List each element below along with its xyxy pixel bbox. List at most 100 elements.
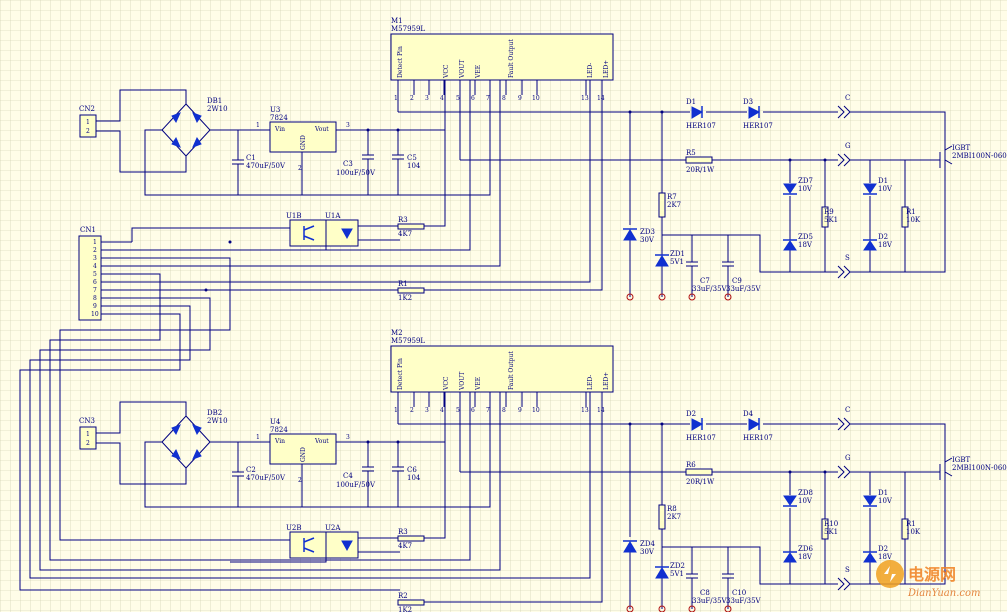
resistor-r-ge [821,206,829,228]
regulator-body [269,433,337,465]
c-hf-ref: C6 [407,466,417,474]
diode-b [748,106,761,119]
driver-pin-num: 7 [486,407,490,414]
cap-c-hf [392,130,404,195]
z-g1-ref: ZD7 [798,177,813,185]
opto-b-ref: U1B [286,212,302,220]
term-s: S [845,254,850,262]
opto-a-ref: U2A [325,524,341,532]
bridge-diode [171,136,181,148]
resistor-r-led [397,223,425,230]
driver-pin-num: 3 [425,407,429,414]
reg-pin-num: 2 [298,477,302,484]
z-o2-ref: D2 [878,233,888,241]
bridge-diode [192,112,202,124]
z-5-ref: ZD2 [670,562,685,570]
r-in-ref: R1 [398,280,408,288]
logo-watermark: 电源网 DianYuan.com [876,560,980,599]
c-hf-val: 104 [407,162,421,170]
driver-pin-num: 14 [597,407,605,414]
z-5-ref: ZD1 [670,250,685,258]
resistor-r-in [397,287,425,294]
driver-pin-name: VOUT [459,60,466,79]
resistor-r-gate [685,468,713,476]
cn1-pin: 9 [93,303,97,310]
r-det-val: 2K7 [667,513,681,521]
cap-c-in [232,469,244,507]
reg-ref: U4 [270,418,281,426]
c-a-val: 33uF/35V [692,597,728,605]
opto-led [325,531,359,559]
cn1-pin: 8 [93,295,97,302]
igbt-part: 2MBI100N-060 [952,152,1007,160]
c-hf-ref: C5 [407,154,417,162]
term-c: C [845,406,850,414]
driver-pin-num: 1 [394,407,398,414]
driver-pin-name: VEE [475,65,482,79]
z-o1-val: 10V [878,185,893,193]
r-led-ref: R3 [398,528,408,536]
driver-pin-name: LED- [587,375,594,390]
d-a-ref: D1 [686,98,696,106]
cn1-pin: 4 [93,263,97,270]
r-in-val: 1K2 [398,294,412,302]
z-o1-ref: D1 [878,177,888,185]
r-led-ref: R3 [398,216,408,224]
cn1-ref: CN1 [80,226,96,234]
c-b-val: 33uF/35V [726,285,762,293]
reg-pin-num: 3 [346,434,350,441]
zener-gate-1 [783,183,797,194]
d-b-ref: D4 [743,410,754,418]
z-30-val: 30V [640,548,655,556]
term-s: S [845,566,850,574]
driver-module-2: M2 M57959L Detect Pin VCC VOUT VEE Fault… [79,329,1007,612]
driver-ref: M1 [391,17,403,25]
input-conn-body [79,114,97,138]
driver-ic-body [390,33,614,81]
c-out-val: 100uF/50V [336,169,376,177]
driver-ref: M2 [391,329,403,337]
reg-pin-gnd: GND [300,447,307,462]
reg-part: 7824 [270,426,288,434]
resistor-r-ge [821,518,829,540]
term-g: G [845,454,851,462]
driver-pin-name: VEE [475,377,482,391]
driver-pin-name: Fault Output [508,39,515,78]
r-o-ref: R1 [906,520,916,528]
r-o-ref: R1 [906,208,916,216]
reg-pin-num: 1 [256,434,260,441]
opto-transistor [289,219,327,247]
z-o1-ref: D1 [878,489,888,497]
opto-b-ref: U2B [286,524,302,532]
driver-pin-num: 9 [518,95,522,102]
cn1-pin: 10 [91,311,99,318]
bridge-diode [171,112,181,124]
d-b-ref: D3 [743,98,753,106]
driver-part: M57959L [391,337,425,345]
z-g1-ref: ZD8 [798,489,813,497]
c-in-val: 470uF/50V [246,162,286,170]
cap-c-out [362,442,374,507]
z-5-val: 5V1 [670,570,684,578]
bridge-ref: DB1 [207,97,222,105]
d-b-val: HER107 [743,434,773,442]
r-det-ref: R8 [667,505,677,513]
cap-c-out [362,130,374,195]
c-a-val: 33uF/35V [692,285,728,293]
igbt-ref: IGBT [952,144,971,152]
resistor-r-led [397,535,425,542]
diode-b [748,418,761,431]
zener-out-2 [863,552,877,563]
driver-pin-name: Detect Pin [397,46,404,78]
d-a-ref: D2 [686,410,696,418]
bridge-diode [171,424,181,436]
reg-pin-num: 1 [256,122,260,129]
resistor-r-in [397,599,425,606]
z-g2-ref: ZD6 [798,545,813,553]
reg-pin-vout: Vout [314,126,329,133]
logo-icon [876,560,904,588]
driver-pin-num: 4 [440,95,444,102]
z-g2-ref: ZD5 [798,233,813,241]
c-out-ref: C3 [343,160,353,168]
driver-pin-name: VCC [443,376,450,391]
